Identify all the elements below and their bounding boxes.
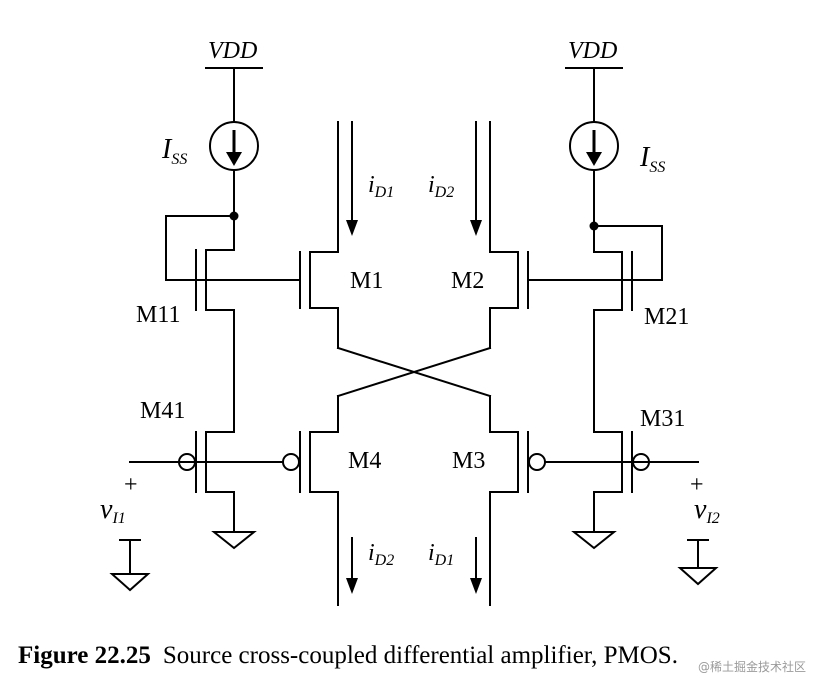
id2-top-arrow bbox=[470, 121, 482, 236]
vi2-ground bbox=[677, 539, 719, 586]
m4-label: M4 bbox=[348, 448, 381, 474]
vi1-plus-label: + bbox=[124, 472, 138, 498]
vi2-label: vI2 bbox=[694, 494, 720, 527]
id1-bottom-label: iD1 bbox=[428, 540, 454, 569]
cross-coupling-wires bbox=[336, 346, 492, 398]
m31-transistor bbox=[571, 431, 650, 550]
iss-left-current-source bbox=[209, 121, 259, 217]
m41-transistor bbox=[178, 431, 257, 550]
id2-bottom-label: iD2 bbox=[368, 540, 394, 569]
figure-number: Figure 22.25 bbox=[18, 642, 151, 669]
m3-transistor bbox=[489, 395, 546, 606]
id1-top-label: iD1 bbox=[368, 172, 394, 201]
iss-left-label: ISS bbox=[161, 134, 187, 168]
id1-bottom-arrow bbox=[470, 537, 482, 594]
m11-label: M11 bbox=[136, 302, 180, 328]
m2-transistor bbox=[489, 121, 529, 349]
watermark: @稀土掘金技术社区 bbox=[697, 660, 806, 674]
id2-top-label: iD2 bbox=[428, 172, 454, 201]
m2-label: M2 bbox=[451, 268, 484, 294]
id2-bottom-arrow bbox=[346, 537, 358, 594]
vi1-label: vI1 bbox=[100, 494, 126, 527]
m41-label: M41 bbox=[140, 398, 185, 424]
vdd-left-supply bbox=[205, 67, 263, 123]
m31-label: M31 bbox=[640, 406, 685, 432]
iss-right-current-source bbox=[569, 121, 619, 227]
figure-caption: Figure 22.25 Source cross-coupled differe… bbox=[18, 642, 678, 670]
m1-label: M1 bbox=[350, 268, 383, 294]
m11-transistor bbox=[165, 215, 235, 433]
m21-label: M21 bbox=[644, 304, 689, 330]
iss-right-label: ISS bbox=[639, 142, 665, 176]
m3-label: M3 bbox=[452, 448, 485, 474]
figure-caption-text: Source cross-coupled differential amplif… bbox=[162, 642, 678, 669]
vi2-plus-label: + bbox=[690, 472, 704, 498]
vdd-right-supply bbox=[565, 67, 623, 123]
m4-transistor bbox=[282, 395, 339, 606]
vi1-ground bbox=[109, 539, 151, 592]
vdd-right-label: VDD bbox=[568, 38, 617, 64]
vdd-left-label: VDD bbox=[208, 38, 257, 64]
m1-transistor bbox=[299, 121, 339, 349]
id1-top-arrow bbox=[346, 121, 358, 236]
